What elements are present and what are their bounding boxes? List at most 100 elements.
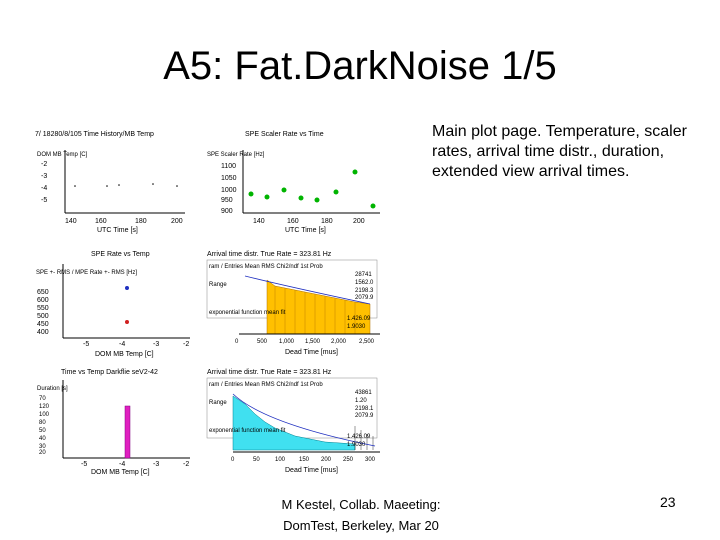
x-axis-label: Dead Time [mus] xyxy=(285,467,338,474)
y-tick: 1050 xyxy=(221,175,237,182)
x-tick: -4 xyxy=(119,461,125,468)
y-tick: 900 xyxy=(221,208,233,215)
y-tick: 100 xyxy=(39,412,50,418)
y-tick: 950 xyxy=(221,197,233,204)
x-tick: 300 xyxy=(365,457,376,463)
x-tick: 200 xyxy=(353,218,365,225)
x-tick: -2 xyxy=(183,461,189,468)
x-tick: 500 xyxy=(257,339,268,345)
x-tick: 0 xyxy=(235,339,239,345)
slide-description: Main plot page. Temperature, scaler rate… xyxy=(432,123,687,180)
y-tick: 120 xyxy=(39,404,50,410)
temp-history-plot: 7/ 18280/8/105 Time History/MB Temp DOM … xyxy=(35,131,185,234)
y-tick: 400 xyxy=(37,329,49,336)
x-tick: -3 xyxy=(153,341,159,348)
y-tick: 30 xyxy=(39,444,46,450)
stat-value: 2198.1 xyxy=(355,406,374,412)
x-tick: -5 xyxy=(83,341,89,348)
x-tick: 250 xyxy=(343,457,354,463)
x-tick: 50 xyxy=(253,457,260,463)
stat-value: 43861 xyxy=(355,390,372,396)
x-axis-label: DOM MB Temp [C] xyxy=(95,351,154,358)
range-label: Range xyxy=(209,282,227,288)
plot-title: Arrival time distr. True Rate = 323.81 H… xyxy=(207,369,332,376)
plot-title: SPE Scaler Rate vs Time xyxy=(245,131,324,138)
stat-value: 2198.3 xyxy=(355,288,374,294)
y-tick: 80 xyxy=(39,420,46,426)
stat-value: 1.20 xyxy=(355,398,367,404)
x-tick: 2,500 xyxy=(359,339,375,345)
data-points xyxy=(74,183,178,187)
plot-title: SPE Rate vs Temp xyxy=(91,251,150,258)
y-axis-label: Duration [s] xyxy=(37,386,68,392)
stats-header: ram / Entries Mean RMS Chi2/ndf 1st Prob xyxy=(209,382,323,388)
x-tick: 140 xyxy=(253,218,265,225)
plot-title: 7/ 18280/8/105 Time History/MB Temp xyxy=(35,131,154,138)
page-number: 23 xyxy=(660,494,676,510)
y-tick: 50 xyxy=(39,428,46,434)
footer-line-1: M Kestel, Collab. Maeeting: xyxy=(281,497,441,512)
x-tick: 0 xyxy=(231,457,235,463)
arrival-extended-plot: Arrival time distr. True Rate = 323.81 H… xyxy=(206,369,380,474)
x-tick: 200 xyxy=(321,457,332,463)
y-tick: -3 xyxy=(41,173,47,180)
fit-label: exponential function mean fit xyxy=(209,310,286,316)
x-tick: 140 xyxy=(65,218,77,225)
x-axis-label: Dead Time [mus] xyxy=(285,349,338,356)
x-tick: 1,500 xyxy=(305,339,321,345)
range-label: Range xyxy=(209,400,227,406)
x-tick: 180 xyxy=(321,218,333,225)
x-tick: 150 xyxy=(299,457,310,463)
x-axis-label: DOM MB Temp [C] xyxy=(91,469,150,476)
duration-bar xyxy=(124,405,131,459)
stat-value: 2079.9 xyxy=(355,295,374,301)
stat-value: 2079.9 xyxy=(355,413,374,419)
x-tick: -5 xyxy=(81,461,87,468)
y-tick: -4 xyxy=(41,185,47,192)
fit-curve xyxy=(244,275,371,305)
x-tick: 160 xyxy=(287,218,299,225)
x-tick: -4 xyxy=(119,341,125,348)
slide-footer: M Kestel, Collab. Maeeting: DomTest, Ber… xyxy=(266,494,456,536)
stat-value: 1.9030 xyxy=(347,324,366,330)
stat-value: 1.426.09 xyxy=(347,316,371,322)
y-tick: 40 xyxy=(39,436,46,442)
y-tick: 500 xyxy=(37,313,49,320)
slide-title: A5: Fat.DarkNoise 1/5 xyxy=(163,44,557,88)
stat-value: 28741 xyxy=(355,272,372,278)
x-tick: 100 xyxy=(275,457,286,463)
y-axis-label: DOM MB Temp [C] xyxy=(37,152,88,158)
y-tick: -5 xyxy=(41,197,47,204)
stat-value: 1.426.09 xyxy=(347,434,371,440)
y-tick: -2 xyxy=(41,161,47,168)
arrival-time-plot: Arrival time distr. True Rate = 323.81 H… xyxy=(206,251,380,356)
mpe-point xyxy=(125,320,129,324)
y-tick: 600 xyxy=(37,297,49,304)
scaler-rate-plot: SPE Scaler Rate vs Time SPE Scaler Rate … xyxy=(207,131,380,234)
x-tick: -3 xyxy=(153,461,159,468)
plot-title: Time vs Temp Darkflie seV2-42 xyxy=(61,369,158,376)
histogram xyxy=(232,395,356,451)
spe-rate-vs-temp-plot: SPE Rate vs Temp SPE +- RMS / MPE Rate +… xyxy=(36,251,190,358)
x-tick: 1,000 xyxy=(279,339,295,345)
x-axis-label: UTC Time [s] xyxy=(97,227,138,234)
x-axis-label: UTC Time [s] xyxy=(285,227,326,234)
y-tick: 450 xyxy=(37,321,49,328)
footer-line-2: DomTest, Berkeley, Mar 20 xyxy=(283,518,439,533)
y-tick: 650 xyxy=(37,289,49,296)
y-tick: 20 xyxy=(39,450,46,456)
y-axis-label: SPE Scaler Rate [Hz] xyxy=(207,152,265,158)
x-tick: 180 xyxy=(135,218,147,225)
x-tick: 200 xyxy=(171,218,183,225)
stat-value: 1562.0 xyxy=(355,280,374,286)
stats-header: ram / Entries Mean RMS Chi2/ndf 1st Prob xyxy=(209,264,323,270)
x-tick: 160 xyxy=(95,218,107,225)
x-tick: 2,000 xyxy=(331,339,347,345)
y-tick: 1000 xyxy=(221,187,237,194)
plot-title: Arrival time distr. True Rate = 323.81 H… xyxy=(207,251,332,258)
fit-label: exponential function mean fit xyxy=(209,428,286,434)
y-tick: 70 xyxy=(39,396,46,402)
data-points xyxy=(248,169,376,209)
spe-point xyxy=(125,286,129,290)
fit-curve xyxy=(232,393,376,447)
